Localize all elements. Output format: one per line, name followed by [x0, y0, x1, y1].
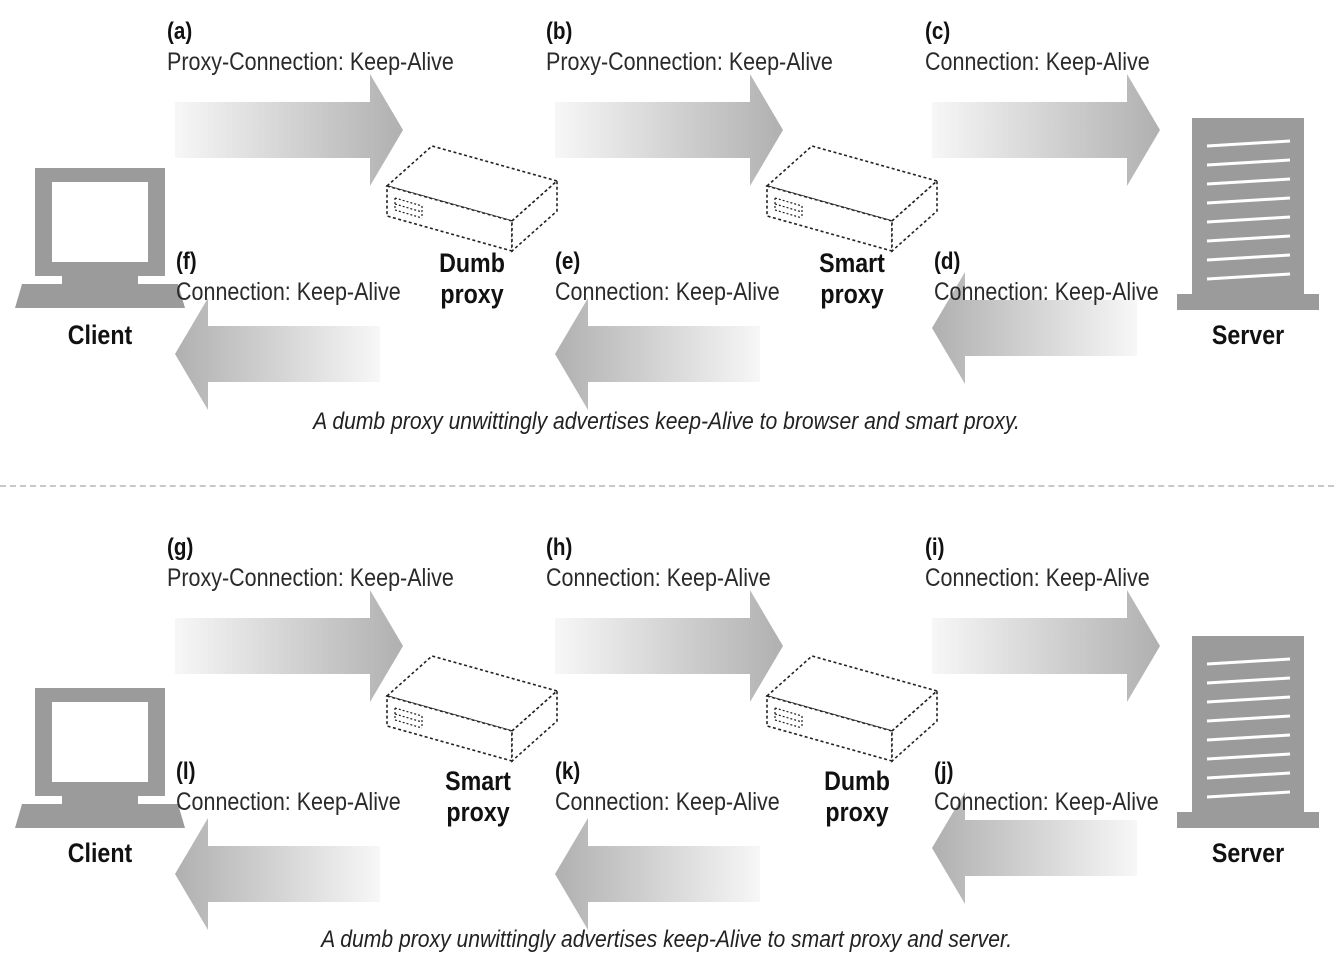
proxy-box-2 [766, 145, 938, 252]
proxy-1-label-line2: proxy [446, 797, 510, 827]
step-tag-a: (a) [167, 18, 193, 45]
arrow-right-a [175, 74, 403, 186]
server-label: Server [1211, 838, 1285, 868]
proxy-1-label-line1: Dumb [439, 248, 505, 278]
client-label: Client [67, 838, 133, 868]
caption-text: A dumb proxy unwittingly advertises keep… [313, 408, 1021, 435]
step-label-l: Connection: Keep-Alive [176, 788, 401, 816]
client-computer-icon [15, 688, 185, 828]
proxy-box-1 [386, 145, 558, 252]
proxy-1-label-line1: Smart [445, 766, 511, 796]
arrow-right-i [932, 590, 1160, 702]
server-icon [1175, 116, 1321, 312]
step-tag-g: (g) [167, 534, 194, 561]
step-label-g: Proxy-Connection: Keep-Alive [167, 564, 454, 592]
step-label-a: Proxy-Connection: Keep-Alive [167, 48, 454, 76]
server-label: Server [1211, 320, 1285, 350]
step-label-h: Connection: Keep-Alive [546, 564, 771, 592]
caption-text: A dumb proxy unwittingly advertises keep… [321, 926, 1013, 953]
caption: A dumb proxy unwittingly advertises keep… [0, 408, 1334, 436]
panel-divider [0, 485, 1334, 487]
step-label-b: Proxy-Connection: Keep-Alive [546, 48, 833, 76]
proxy-2-label-line2: proxy [825, 797, 889, 827]
arrow-left-k [555, 818, 760, 930]
client-computer-icon [15, 168, 185, 308]
proxy-2-label-line2: proxy [820, 279, 884, 309]
server-icon [1175, 634, 1321, 830]
step-label-f: Connection: Keep-Alive [176, 278, 401, 306]
step-tag-e: (e) [555, 248, 581, 275]
step-label-c: Connection: Keep-Alive [925, 48, 1150, 76]
proxy-2-label: Smart proxy [809, 248, 895, 310]
proxy-1-label-line2: proxy [440, 279, 504, 309]
arrow-left-e [555, 298, 760, 410]
step-tag-f: (f) [176, 248, 197, 275]
arrow-left-f [175, 298, 380, 410]
step-tag-k: (k) [555, 758, 581, 785]
arrow-right-b [555, 74, 783, 186]
step-label-e: Connection: Keep-Alive [555, 278, 780, 306]
client-label: Client [67, 320, 133, 350]
step-tag-h: (h) [546, 534, 573, 561]
step-label-j: Connection: Keep-Alive [934, 788, 1159, 816]
arrow-left-l [175, 818, 380, 930]
step-label-k: Connection: Keep-Alive [555, 788, 780, 816]
proxy-1-label: Smart proxy [435, 766, 521, 828]
arrow-right-c [932, 74, 1160, 186]
step-tag-d: (d) [934, 248, 961, 275]
proxy-2-label-line1: Dumb [824, 766, 890, 796]
caption: A dumb proxy unwittingly advertises keep… [0, 926, 1334, 954]
proxy-1-label: Dumb proxy [429, 248, 515, 310]
proxy-box-3 [386, 655, 558, 762]
step-tag-c: (c) [925, 18, 951, 45]
step-label-d: Connection: Keep-Alive [934, 278, 1159, 306]
step-tag-b: (b) [546, 18, 573, 45]
step-tag-j: (j) [934, 758, 954, 785]
proxy-2-label-line1: Smart [819, 248, 885, 278]
panel-2-art [15, 590, 1321, 930]
step-tag-l: (l) [176, 758, 196, 785]
proxy-box-4 [766, 655, 938, 762]
step-label-i: Connection: Keep-Alive [925, 564, 1150, 592]
panel-1-art [15, 74, 1321, 410]
proxy-2-label: Dumb proxy [814, 766, 900, 828]
arrow-right-g [175, 590, 403, 702]
arrow-right-h [555, 590, 783, 702]
step-tag-i: (i) [925, 534, 945, 561]
